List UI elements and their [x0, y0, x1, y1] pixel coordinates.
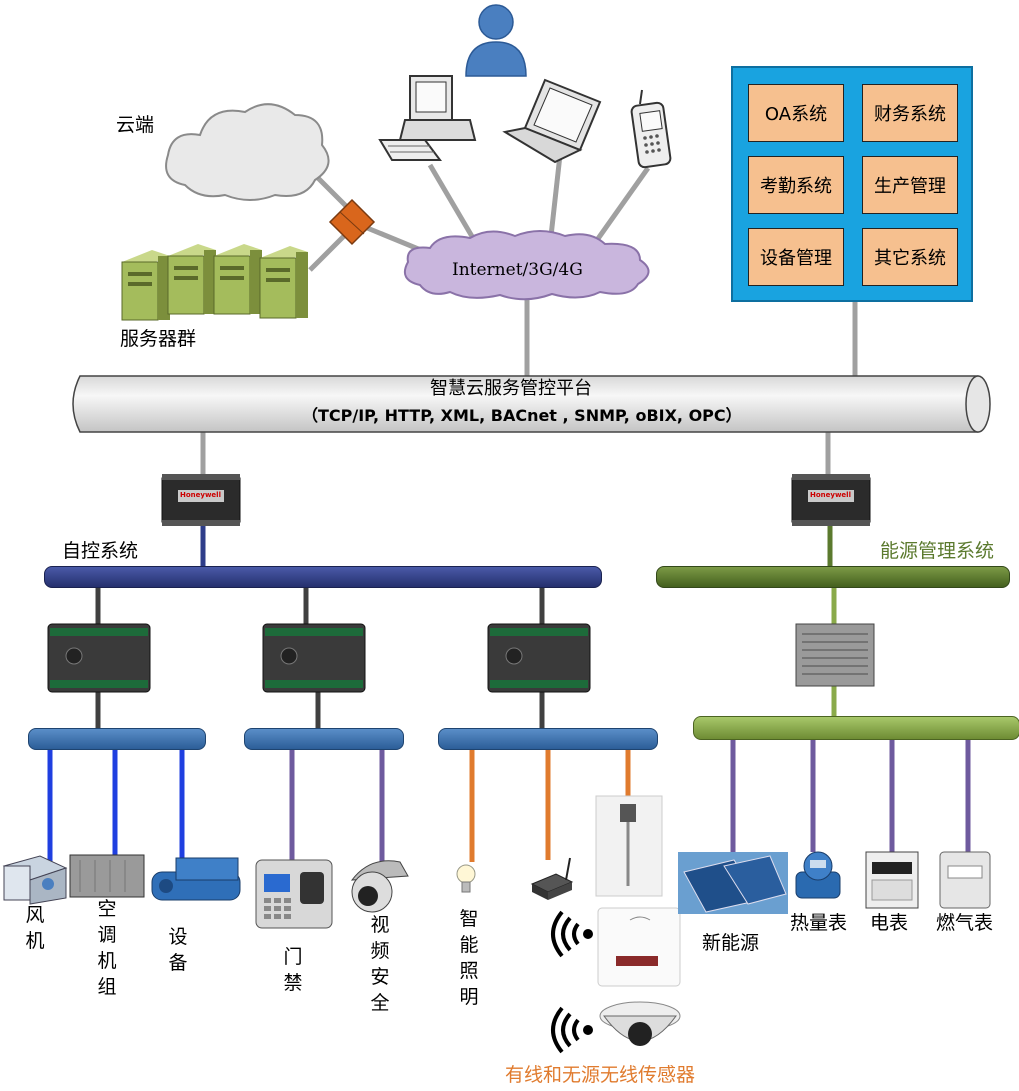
cloud-link [298, 158, 352, 212]
automation-bus [44, 566, 602, 588]
sub-bus-3 [438, 728, 658, 750]
controller-left: Honeywell [160, 472, 242, 526]
sub-bus-1 [28, 728, 206, 750]
cloud-label: 云端 [116, 114, 155, 136]
sub-bus-energy [693, 716, 1019, 740]
gas-meter-label: 燃气表 [936, 912, 994, 934]
phone-link [587, 166, 651, 252]
router-internet-link [359, 222, 451, 265]
sub-bus-2 [244, 728, 404, 750]
platform-title: 智慧云服务管控平台 [430, 378, 592, 399]
controller-right: Honeywell [790, 472, 872, 526]
internet-label: Internet/3G/4G [452, 260, 583, 280]
energy-bus-label: 能源管理系统 [880, 540, 995, 562]
video-label: 视频安全 [370, 914, 390, 1014]
electric-meter-label: 电表 [870, 912, 909, 934]
access-label: 门禁 [283, 946, 303, 994]
sensors-label: 有线和无源无线传感器 [505, 1064, 696, 1086]
system-box-production[interactable]: 生产管理 [862, 156, 958, 214]
controller-right-brand: Honeywell [810, 491, 851, 499]
controller-left-brand: Honeywell [180, 491, 221, 499]
server-link [308, 233, 347, 272]
ahu-label: 空调机组 [97, 898, 117, 998]
system-box-finance[interactable]: 财务系统 [862, 84, 958, 142]
laptop-link [547, 154, 563, 246]
automation-bus-label: 自控系统 [62, 540, 139, 562]
desktop-link [427, 163, 483, 252]
equipment-label: 设备 [168, 926, 188, 974]
server-label: 服务器群 [120, 328, 197, 350]
platform-protocols: （TCP/IP, HTTP, XML, BACnet , SNMP, oBIX,… [302, 406, 742, 425]
new-energy-label: 新能源 [702, 932, 760, 954]
fan-label: 风机 [25, 904, 45, 952]
energy-bus [656, 566, 1010, 588]
heat-meter-label: 热量表 [790, 912, 848, 934]
system-box-equipment[interactable]: 设备管理 [748, 228, 844, 286]
system-box-oa[interactable]: OA系统 [748, 84, 844, 142]
system-box-other[interactable]: 其它系统 [862, 228, 958, 286]
lighting-label: 智能照明 [459, 908, 479, 1008]
system-box-attendance[interactable]: 考勤系统 [748, 156, 844, 214]
